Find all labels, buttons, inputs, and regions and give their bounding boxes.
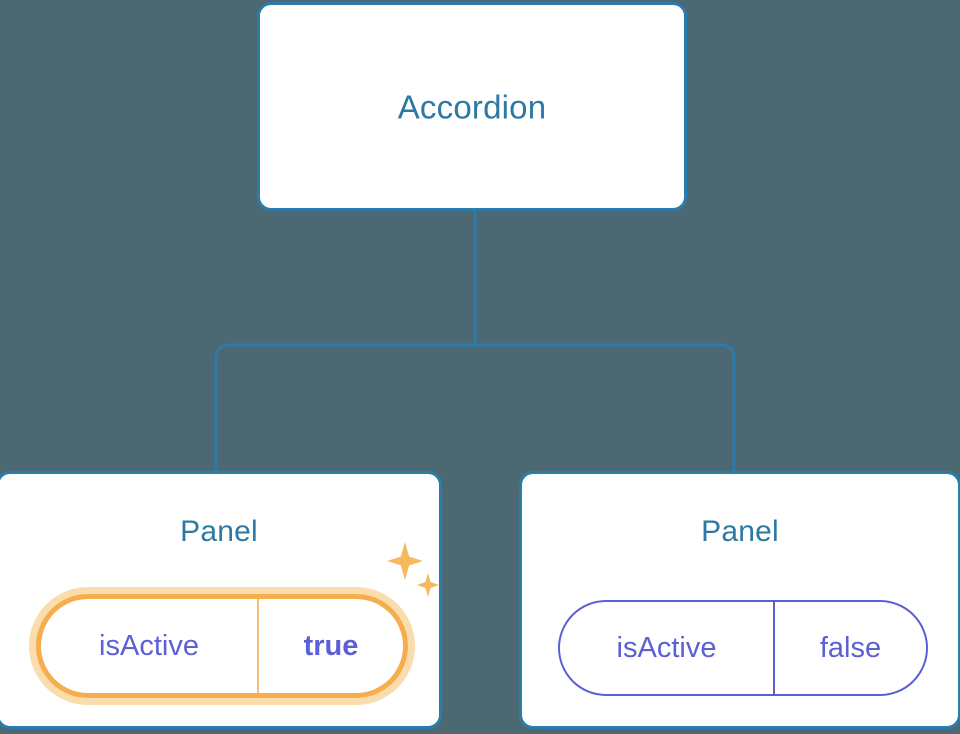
node-panel-right-title: Panel bbox=[701, 515, 779, 548]
prop-pill-isactive-false[interactable]: isActive false bbox=[558, 600, 928, 696]
node-accordion-title: Accordion bbox=[397, 88, 547, 125]
prop-pill-isactive-true[interactable]: isActive true bbox=[36, 594, 408, 698]
prop-key-label: isActive bbox=[616, 631, 717, 664]
prop-value-label: true bbox=[257, 599, 403, 693]
prop-key-label: isActive bbox=[99, 629, 199, 662]
edge-to-panel-right bbox=[719, 343, 736, 471]
prop-value-label: false bbox=[773, 602, 926, 694]
node-panel-left-title: Panel bbox=[180, 515, 258, 548]
edge-to-panel-left bbox=[214, 343, 231, 471]
node-accordion[interactable]: Accordion bbox=[257, 2, 687, 211]
node-panel-right[interactable]: Panel isActive false bbox=[519, 471, 960, 729]
node-panel-left[interactable]: Panel isActive true bbox=[0, 471, 442, 729]
